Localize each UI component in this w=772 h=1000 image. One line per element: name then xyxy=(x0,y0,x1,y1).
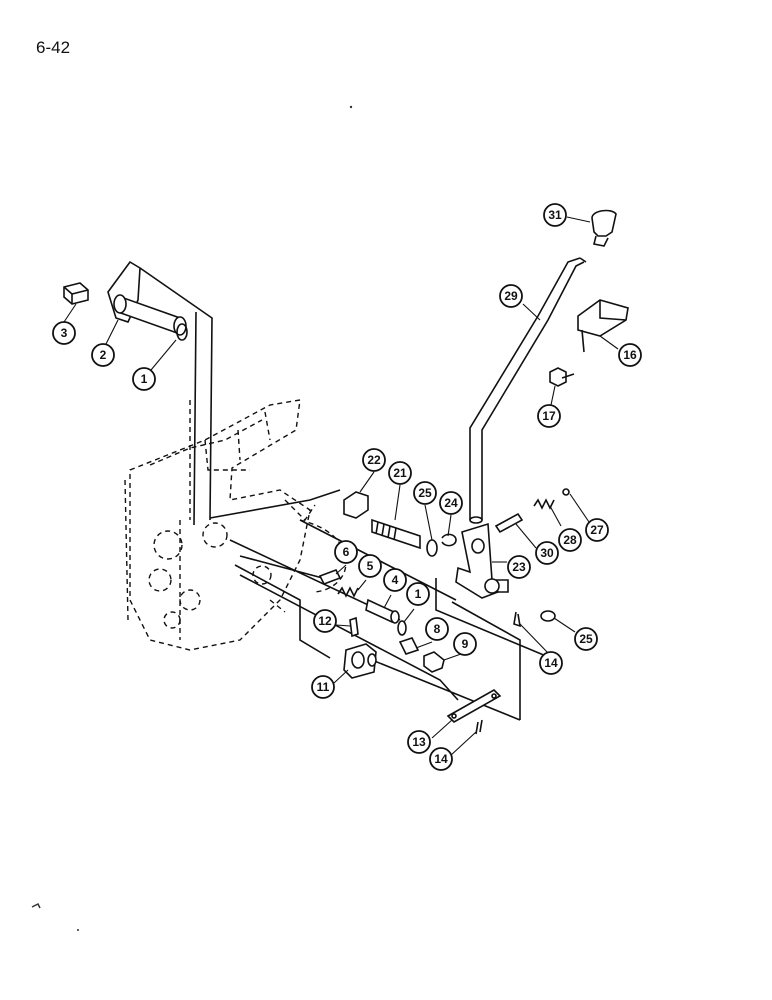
callout-label: 25 xyxy=(418,486,432,500)
part-4-plunger xyxy=(365,598,395,624)
part-6-pin xyxy=(318,568,342,586)
part-22-nut xyxy=(343,491,369,519)
callout-1b: 1 xyxy=(406,582,430,606)
lower-shaft-parts xyxy=(209,489,521,735)
part-9-bolt xyxy=(423,651,445,673)
part-5-spring xyxy=(337,586,359,598)
part-14-cotter-upper xyxy=(513,611,522,628)
callout-label: 1 xyxy=(141,372,148,386)
callout-label: 11 xyxy=(317,680,330,694)
callout-22: 22 xyxy=(362,448,386,472)
callout-29: 29 xyxy=(499,284,523,308)
callout-label: 16 xyxy=(623,348,637,362)
page-number: 6-42 xyxy=(36,38,71,57)
callout-24: 24 xyxy=(439,491,463,515)
part-27-ball xyxy=(562,488,570,496)
callout-31a: 31 xyxy=(543,203,567,227)
part-23-shift-arm xyxy=(455,522,500,599)
part-25-snap-ring-upper xyxy=(426,539,438,557)
part-1-oring-lower xyxy=(397,620,407,636)
part-12-roll-pin xyxy=(349,616,359,638)
callout-6: 6 xyxy=(334,540,358,564)
callout-label: 9 xyxy=(462,637,469,651)
callout-11: 11 xyxy=(311,675,335,699)
scan-speck xyxy=(349,105,353,109)
callout-label: 23 xyxy=(512,560,526,574)
part-31-knob xyxy=(591,209,617,237)
callout-25a: 25 xyxy=(413,481,437,505)
callout-13: 13 xyxy=(407,730,431,754)
callout-2: 2 xyxy=(91,343,115,367)
callout-label: 4 xyxy=(392,573,399,587)
callout-label: 31 xyxy=(548,208,562,222)
callout-23: 23 xyxy=(507,555,531,579)
lever-assembly-left xyxy=(63,260,213,526)
part-17-bolt xyxy=(549,367,567,387)
callout-label: 30 xyxy=(540,546,554,560)
scan-speck xyxy=(77,929,79,931)
callout-label: 29 xyxy=(504,289,518,303)
scan-speck xyxy=(31,902,41,909)
callout-5: 5 xyxy=(358,554,382,578)
callout-label: 12 xyxy=(318,614,332,628)
part-8-washer xyxy=(398,637,420,655)
leader-lines xyxy=(63,216,619,757)
callout-label: 3 xyxy=(61,326,68,340)
callout-label: 2 xyxy=(100,348,107,362)
callout-label: 14 xyxy=(544,656,558,670)
callout-14a: 14 xyxy=(539,651,563,675)
callout-16: 16 xyxy=(618,343,642,367)
callout-21: 21 xyxy=(388,461,412,485)
callout-27: 27 xyxy=(585,518,609,542)
callout-label: 6 xyxy=(343,545,350,559)
callout-12: 12 xyxy=(313,609,337,633)
callout-label: 24 xyxy=(444,496,458,510)
part-25-snap-ring-lower xyxy=(540,610,556,622)
callout-label: 5 xyxy=(367,559,374,573)
shift-arm-assembly xyxy=(435,488,570,657)
part-24-clip xyxy=(441,533,457,547)
callout-label: 27 xyxy=(590,523,604,537)
callout-14b: 14 xyxy=(429,747,453,771)
callout-label: 25 xyxy=(579,632,593,646)
callout-1a: 1 xyxy=(132,367,156,391)
callout-25b: 25 xyxy=(574,627,598,651)
callout-label: 1 xyxy=(415,587,422,601)
part-1-oring-upper xyxy=(176,323,188,341)
callout-label: 21 xyxy=(393,466,407,480)
callout-9: 9 xyxy=(453,632,477,656)
callout-label: 28 xyxy=(563,533,577,547)
callout-label: 8 xyxy=(434,622,441,636)
callout-3: 3 xyxy=(52,321,76,345)
shift-lever-assembly xyxy=(469,209,629,524)
part-30-pin xyxy=(494,512,524,534)
part-14-cotter-lower xyxy=(475,719,483,735)
callout-label: 22 xyxy=(367,453,381,467)
callout-label: 13 xyxy=(412,735,426,749)
engine-block-outline xyxy=(124,399,347,651)
callout-30: 30 xyxy=(535,541,559,565)
callout-17: 17 xyxy=(537,404,561,428)
callout-label: 14 xyxy=(434,752,448,766)
callout-label: 17 xyxy=(542,409,556,423)
callout-8: 8 xyxy=(425,617,449,641)
callout-4: 4 xyxy=(383,568,407,592)
part-29-shift-rod xyxy=(469,257,581,520)
callout-28: 28 xyxy=(558,528,582,552)
part-21-pin xyxy=(371,518,421,550)
